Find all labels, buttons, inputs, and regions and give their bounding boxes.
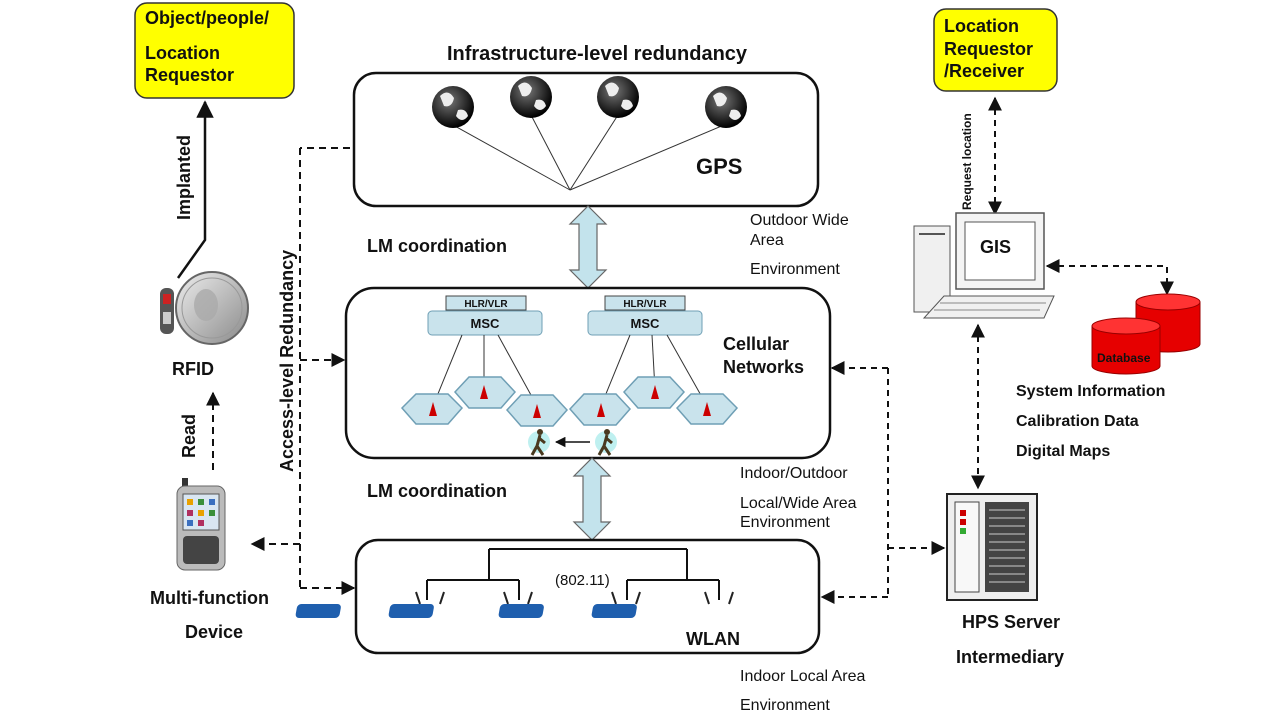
multi-function-label-2: Device [185, 622, 243, 642]
server-icon [946, 493, 1038, 601]
server-network-connectors [820, 361, 946, 604]
globe-icon [510, 76, 552, 118]
object-people-location-requestor-box: Object/people/ Location Requestor [134, 2, 295, 99]
implanted-label: Implanted [174, 135, 194, 220]
gis-label: GIS [980, 237, 1011, 257]
ieee-802-11-label: (802.11) [555, 572, 610, 589]
gps-label: GPS [696, 154, 742, 179]
gis-database-connector [1045, 259, 1174, 296]
location-requestor-receiver-box: Location Requestor /Receiver [933, 8, 1058, 92]
request-location-label: Request location [960, 113, 974, 210]
msc-box-right [587, 310, 703, 336]
implanted-arrow [176, 100, 214, 279]
outdoor-label-3: Environment [750, 261, 840, 278]
cellular-networks-box: HLR/VLR MSC HLR/VLR MSC [344, 286, 832, 460]
wireless-router-icon [498, 591, 641, 618]
requestor-right-line-2: Requestor [944, 39, 1033, 59]
rfid-label: RFID [172, 359, 214, 379]
db-info-line-1: System Information [1016, 383, 1165, 400]
pedestrian-icon [595, 429, 617, 456]
requestor-right-line-3: /Receiver [944, 61, 1024, 81]
globe-icon [597, 76, 639, 118]
access-level-redundancy-connectors [250, 147, 356, 595]
wireless-router-icon [388, 591, 533, 618]
lm-coordination-top-label: LM coordination [367, 236, 507, 256]
db-info-line-3: Digital Maps [1016, 443, 1110, 460]
antenna-icon [429, 385, 711, 418]
requestor-left-line-1: Object/people/ [145, 8, 269, 28]
smartphone-icon [176, 478, 226, 571]
indoor-local-label-1: Indoor Local Area [740, 668, 866, 685]
gps-box: GPS [352, 71, 820, 208]
hps-server-label-2: Intermediary [956, 647, 1064, 667]
indoor-outdoor-label-1: Indoor/Outdoor [740, 465, 848, 482]
msc-label-right: MSC [631, 316, 661, 331]
requestor-left-line-3: Requestor [145, 65, 234, 85]
rfid-coin-icon [160, 271, 249, 345]
database-icon [1091, 293, 1201, 375]
cellular-label-2: Networks [723, 357, 804, 377]
requestor-left-line-2: Location [145, 43, 220, 63]
lm-coordination-arrow-bottom [572, 457, 612, 541]
outdoor-label-2: Area [750, 232, 784, 249]
multi-function-label-1: Multi-function [150, 588, 269, 608]
msc-label-left: MSC [471, 316, 501, 331]
wlan-box: (802.11) WLAN [295, 538, 821, 655]
indoor-outdoor-label-3: Environment [740, 514, 830, 531]
wireless-router-icon [295, 591, 445, 618]
read-label: Read [179, 414, 199, 458]
lm-coordination-arrow-top [568, 205, 608, 289]
hps-server-label-1: HPS Server [962, 612, 1060, 632]
access-level-label: Access-level Redundancy [277, 250, 297, 472]
indoor-outdoor-label-2: Local/Wide Area [740, 495, 857, 512]
cellular-label-1: Cellular [723, 334, 789, 354]
requestor-right-line-1: Location [944, 16, 1019, 36]
database-label: Database [1097, 351, 1151, 365]
diagram-title: Infrastructure-level redundancy [447, 43, 748, 65]
indoor-local-label-2: Environment [740, 697, 830, 714]
hlr-vlr-label-left: HLR/VLR [464, 299, 508, 310]
msc-box-left [427, 310, 543, 336]
hlr-vlr-box-left [445, 295, 527, 311]
hlr-vlr-box-right [604, 295, 686, 311]
lm-coordination-bottom-label: LM coordination [367, 481, 507, 501]
pedestrian-icon [528, 429, 550, 456]
computer-icon [913, 212, 1055, 319]
globe-icon [432, 86, 474, 128]
wireless-router-icon [591, 591, 734, 618]
db-info-line-2: Calibration Data [1016, 413, 1139, 430]
hlr-vlr-label-right: HLR/VLR [623, 299, 667, 310]
wlan-label: WLAN [686, 629, 740, 649]
globe-icon [705, 86, 747, 128]
outdoor-label-1: Outdoor Wide [750, 212, 849, 229]
